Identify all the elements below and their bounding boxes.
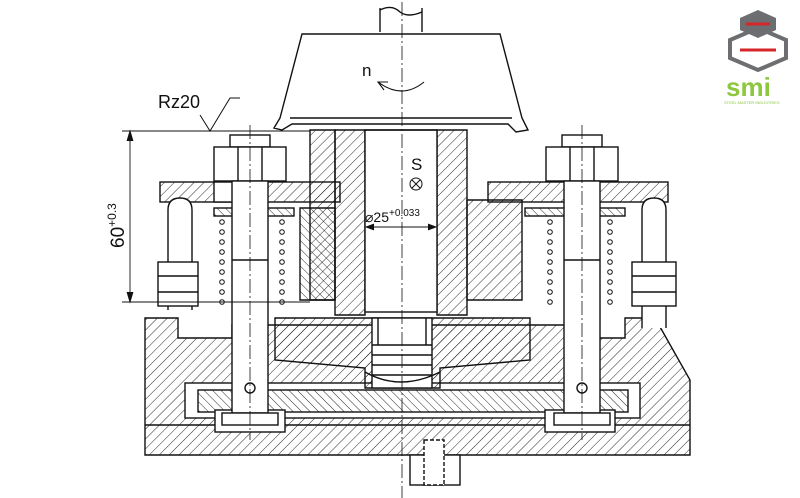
logo-mark-icon	[728, 10, 788, 73]
roughness-symbol	[199, 97, 240, 132]
central-holder	[274, 129, 531, 389]
spindle-shaft	[379, 6, 423, 32]
roughness-label: Rz20	[158, 92, 200, 112]
centerlines	[249, 2, 583, 498]
grinding-wheel	[272, 33, 530, 133]
section-cross-icon	[409, 177, 423, 191]
height-dimension-label: 60+0.3	[105, 203, 129, 248]
section-label: S	[411, 155, 422, 174]
height-dimension	[122, 129, 310, 304]
smi-logo: smi STEEL MASTER INDUSTRIES	[724, 10, 788, 105]
bottom-port	[409, 439, 461, 486]
rotation-label: n	[362, 61, 371, 80]
rotation-arrow-icon	[376, 81, 425, 92]
logo-text: smi	[726, 72, 771, 102]
bore-dimension-label: ⌀25+0.033	[365, 208, 420, 225]
side-lever-left	[157, 197, 199, 310]
side-lever-right	[631, 197, 677, 328]
bore-dimension	[364, 223, 438, 231]
logo-tagline: STEEL MASTER INDUSTRIES	[724, 100, 780, 105]
